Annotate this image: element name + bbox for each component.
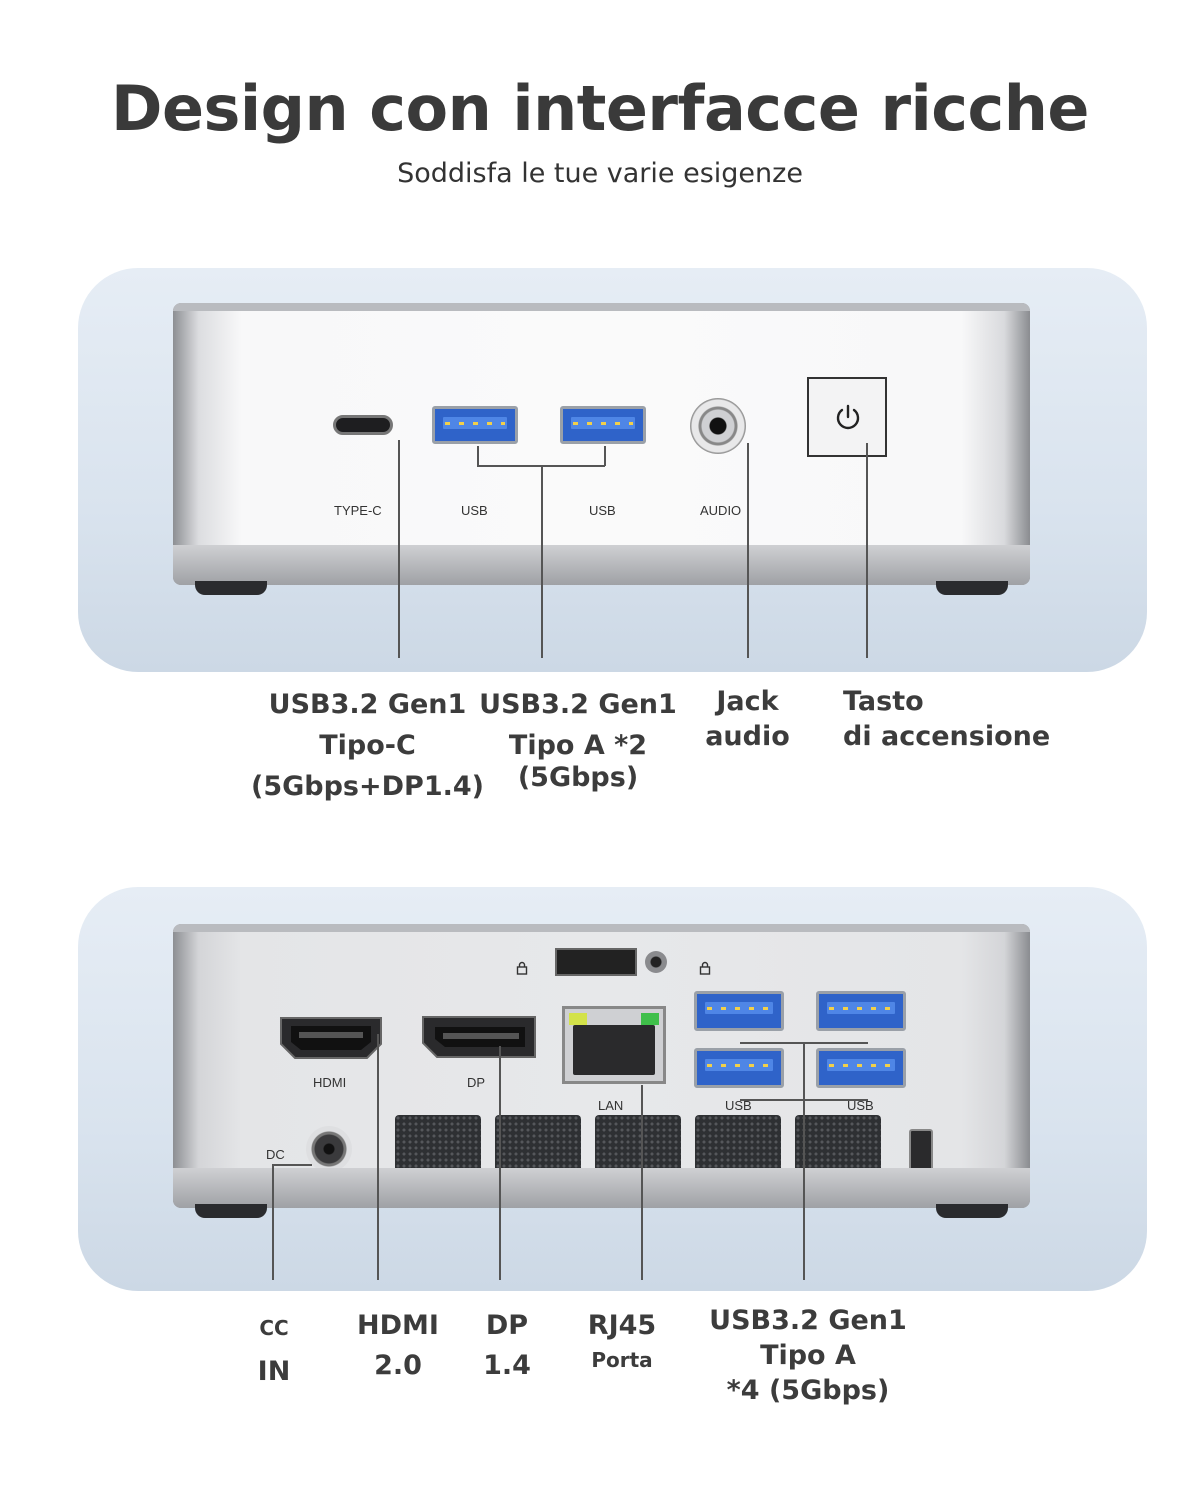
power-button <box>807 377 887 457</box>
top-vent <box>555 948 637 976</box>
callout-line: USB3.2 Gen1 <box>479 689 677 720</box>
case-foot <box>936 1204 1008 1218</box>
leader-line <box>398 440 400 658</box>
callout-audio: Jack audio <box>690 684 805 754</box>
front-panel-image: TYPE-C USB USB AUDIO <box>78 268 1147 672</box>
callout-line: Tasto <box>843 686 924 717</box>
usb-a-port <box>816 991 906 1031</box>
callout-usb-c: USB3.2 Gen1 Tipo-C (5Gbps+DP1.4) <box>250 686 485 806</box>
callout-line: (5Gbps) <box>517 762 639 793</box>
port-label-usb: USB <box>725 1098 752 1113</box>
rj45-socket <box>573 1025 655 1075</box>
case-base <box>173 1168 1030 1208</box>
callout-rj45: RJ45 Porta <box>572 1306 672 1374</box>
rear-case: HDMI DP LAN USB USB DC <box>173 924 1030 1218</box>
power-icon <box>836 404 860 430</box>
screw-hole <box>645 951 667 973</box>
callout-line: USB3.2 Gen1 <box>268 689 467 720</box>
leader-line <box>747 443 749 658</box>
leader-line <box>641 1085 643 1280</box>
callout-line: HDMI <box>357 1310 439 1341</box>
leader-line <box>477 465 605 467</box>
leader-line <box>541 465 543 658</box>
port-label-usb: USB <box>589 503 616 518</box>
leader-line <box>477 446 479 466</box>
usb-a-port <box>432 406 518 444</box>
port-label-dc: DC <box>266 1147 285 1162</box>
callout-line: CC <box>259 1316 289 1340</box>
callout-usb-a-rear: USB3.2 Gen1 Tipo A *4 (5Gbps) <box>700 1303 916 1408</box>
lock-icon <box>699 961 711 975</box>
callout-line: Tipo-C <box>319 730 416 761</box>
callout-line: Tipo A <box>760 1340 856 1371</box>
case-top-edge <box>173 924 1030 932</box>
callout-line: Porta <box>591 1348 653 1372</box>
callout-line: 2.0 <box>374 1350 422 1381</box>
case-top-edge <box>173 303 1030 311</box>
callout-line: USB3.2 Gen1 <box>709 1305 907 1336</box>
callout-line: di accensione <box>843 721 1051 752</box>
leader-line <box>803 1042 805 1280</box>
case-base <box>173 545 1030 585</box>
callout-line: *4 (5Gbps) <box>726 1375 890 1406</box>
link-led <box>569 1013 587 1025</box>
leader-line <box>604 446 606 466</box>
rear-panel-image: HDMI DP LAN USB USB DC <box>78 887 1147 1291</box>
usb-a-port <box>560 406 646 444</box>
port-label-hdmi: HDMI <box>313 1075 347 1090</box>
case-foot <box>936 581 1008 595</box>
callout-line: 1.4 <box>483 1350 531 1381</box>
leader-line <box>377 1034 379 1280</box>
port-label-type-c: TYPE-C <box>334 503 382 518</box>
rj45-port <box>562 1006 666 1084</box>
callout-dc-in: CC IN <box>238 1306 310 1394</box>
callout-line: IN <box>257 1356 291 1387</box>
page-title: Design con interfacce ricche <box>111 72 1089 145</box>
port-label-audio: AUDIO <box>700 503 742 518</box>
usb-a-port <box>694 991 784 1031</box>
port-label-dp: DP <box>467 1075 486 1090</box>
callout-hdmi: HDMI 2.0 <box>345 1306 451 1386</box>
leader-line <box>866 443 868 658</box>
callout-line: audio <box>705 721 790 752</box>
callout-line: DP <box>485 1310 529 1341</box>
case-foot <box>195 1204 267 1218</box>
usb-a-port <box>694 1048 784 1088</box>
displayport <box>422 1016 536 1058</box>
callout-line: Jack <box>716 686 779 717</box>
lock-icon <box>516 961 528 975</box>
leader-line <box>272 1164 312 1166</box>
port-label-usb: USB <box>461 503 488 518</box>
page-subtitle: Soddisfa le tue varie esigenze <box>397 158 803 189</box>
usb-c-port <box>333 415 393 435</box>
dc-jack <box>306 1126 352 1172</box>
leader-line <box>499 1046 501 1280</box>
leader-line <box>272 1164 274 1280</box>
usb-a-port <box>816 1048 906 1088</box>
audio-jack <box>690 398 746 454</box>
port-label-usb: USB <box>847 1098 874 1113</box>
callout-line: (5Gbps+DP1.4) <box>250 771 484 802</box>
case-foot <box>195 581 267 595</box>
callout-power: Tasto di accensione <box>843 684 1083 754</box>
kensington-slot <box>909 1129 933 1173</box>
callout-line: RJ45 <box>587 1310 657 1341</box>
callout-line: Tipo A *2 <box>508 730 648 761</box>
front-case: TYPE-C USB USB AUDIO <box>173 303 1030 595</box>
callout-dp: DP 1.4 <box>470 1306 544 1386</box>
activity-led <box>641 1013 659 1025</box>
callout-usb-a: USB3.2 Gen1 Tipo A *2 (5Gbps) <box>470 686 686 797</box>
port-label-lan: LAN <box>598 1098 624 1113</box>
hdmi-port <box>280 1017 382 1059</box>
